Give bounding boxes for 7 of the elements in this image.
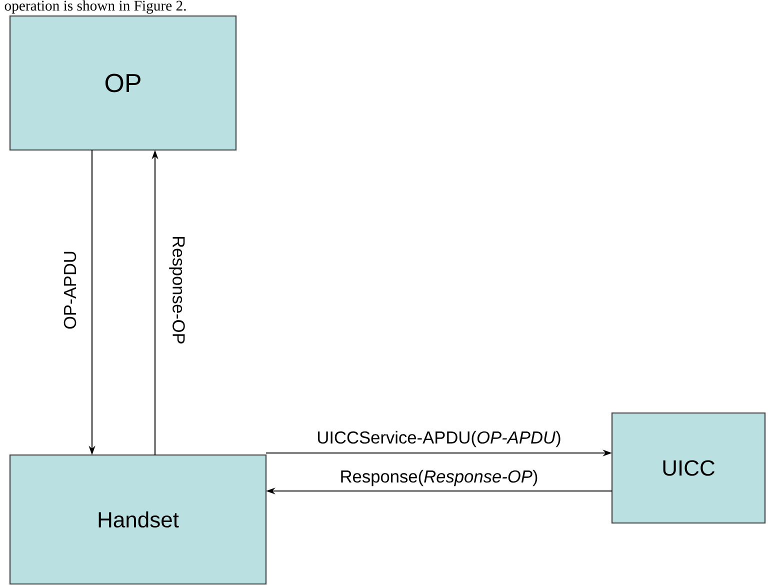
edge-label: Response(Response-OP) — [341, 470, 538, 486]
edge-label: UICCService-APDU(OP-APDU) — [318, 430, 560, 448]
process-box: OP — [9, 15, 237, 151]
process-box: Handset — [9, 454, 267, 585]
process-box: UICC — [611, 412, 766, 524]
edge-label: Response-OP — [169, 236, 185, 344]
edge-label: OP-APDU — [64, 252, 76, 329]
